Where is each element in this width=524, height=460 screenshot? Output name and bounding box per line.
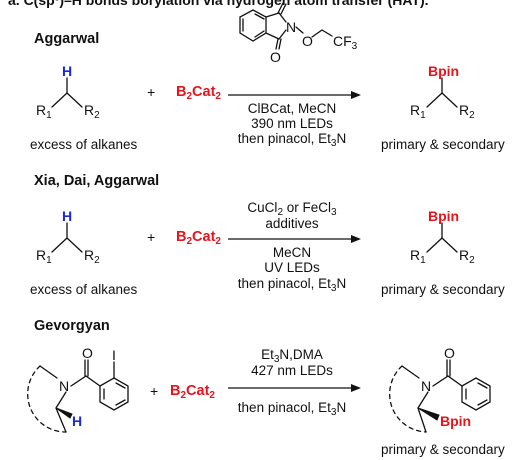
aggarwal-cond-1: ClBCat, MeCN [247, 101, 337, 116]
aggarwal-cond-3: then pinacol, Et3N [237, 131, 347, 149]
gevorgyan-cond-1: Et3N,DMA [261, 347, 323, 365]
xia-substrate-h: H [62, 208, 73, 224]
xia-b2cat2: B2Cat2 [176, 229, 221, 247]
xia-cond-3: MeCN [272, 245, 312, 260]
gevorgyan-cond-2: 427 nm LEDs [251, 363, 333, 378]
aggarwal-left-caption: excess of alkanes [30, 137, 138, 152]
hat-reagent-o-bottom: O [270, 49, 281, 65]
gevorgyan-product-bpin: Bpin [440, 413, 472, 429]
xia-substrate-r1: R1 [36, 247, 52, 266]
hat-reagent-o-ether: O [302, 33, 313, 49]
xia-left-caption: excess of alkanes [30, 282, 138, 297]
aggarwal-substrate-r2: R2 [84, 102, 100, 121]
gevorgyan-plus: + [150, 383, 159, 399]
section-gevorgyan-header: Gevorgyan [34, 318, 110, 334]
gevorgyan-right-caption: primary & secondary [381, 442, 505, 457]
hat-reagent-cf3: CF3 [333, 33, 358, 52]
gevorgyan-b2cat2: B2Cat2 [170, 383, 215, 401]
gevorgyan-substrate-o: O [82, 345, 93, 361]
gevorgyan-substrate-h: H [72, 413, 83, 429]
xia-cond-1: CuCl2 or FeCl3 [247, 200, 337, 218]
hat-reagent-n: N [286, 19, 297, 35]
xia-cond-2: additives [265, 216, 319, 231]
scheme-title: a. C(sp³)–H bonds borylation via hydroge… [8, 0, 429, 8]
xia-product-bpin: Bpin [428, 208, 460, 224]
xia-cond-4: UV LEDs [264, 260, 320, 275]
gevorgyan-substrate-i: I [112, 347, 116, 363]
aggarwal-product-r1: R1 [410, 102, 426, 121]
gevorgyan-product-n: N [421, 378, 432, 394]
aggarwal-substrate-r1: R1 [36, 102, 52, 121]
gevorgyan-product-o: O [444, 345, 455, 361]
aggarwal-substrate-h: H [62, 63, 73, 79]
xia-plus: + [147, 229, 156, 245]
aggarwal-cond-2: 390 nm LEDs [251, 116, 333, 131]
xia-cond-5: then pinacol, Et3N [237, 276, 347, 294]
xia-product-r1: R1 [410, 247, 426, 266]
xia-substrate-r2: R2 [84, 247, 100, 266]
aggarwal-plus: + [147, 84, 156, 100]
aggarwal-product-r2: R2 [459, 102, 475, 121]
section-xia-header: Xia, Dai, Aggarwal [34, 173, 160, 189]
gevorgyan-substrate-n: N [59, 378, 70, 394]
section-aggarwal-header: Aggarwal [34, 31, 100, 47]
aggarwal-b2cat2: B2Cat2 [176, 84, 221, 102]
xia-right-caption: primary & secondary [381, 282, 505, 297]
xia-product-r2: R2 [459, 247, 475, 266]
aggarwal-right-caption: primary & secondary [381, 137, 505, 152]
aggarwal-product-bpin: Bpin [428, 63, 460, 79]
gevorgyan-cond-3: then pinacol, Et3N [237, 400, 347, 418]
